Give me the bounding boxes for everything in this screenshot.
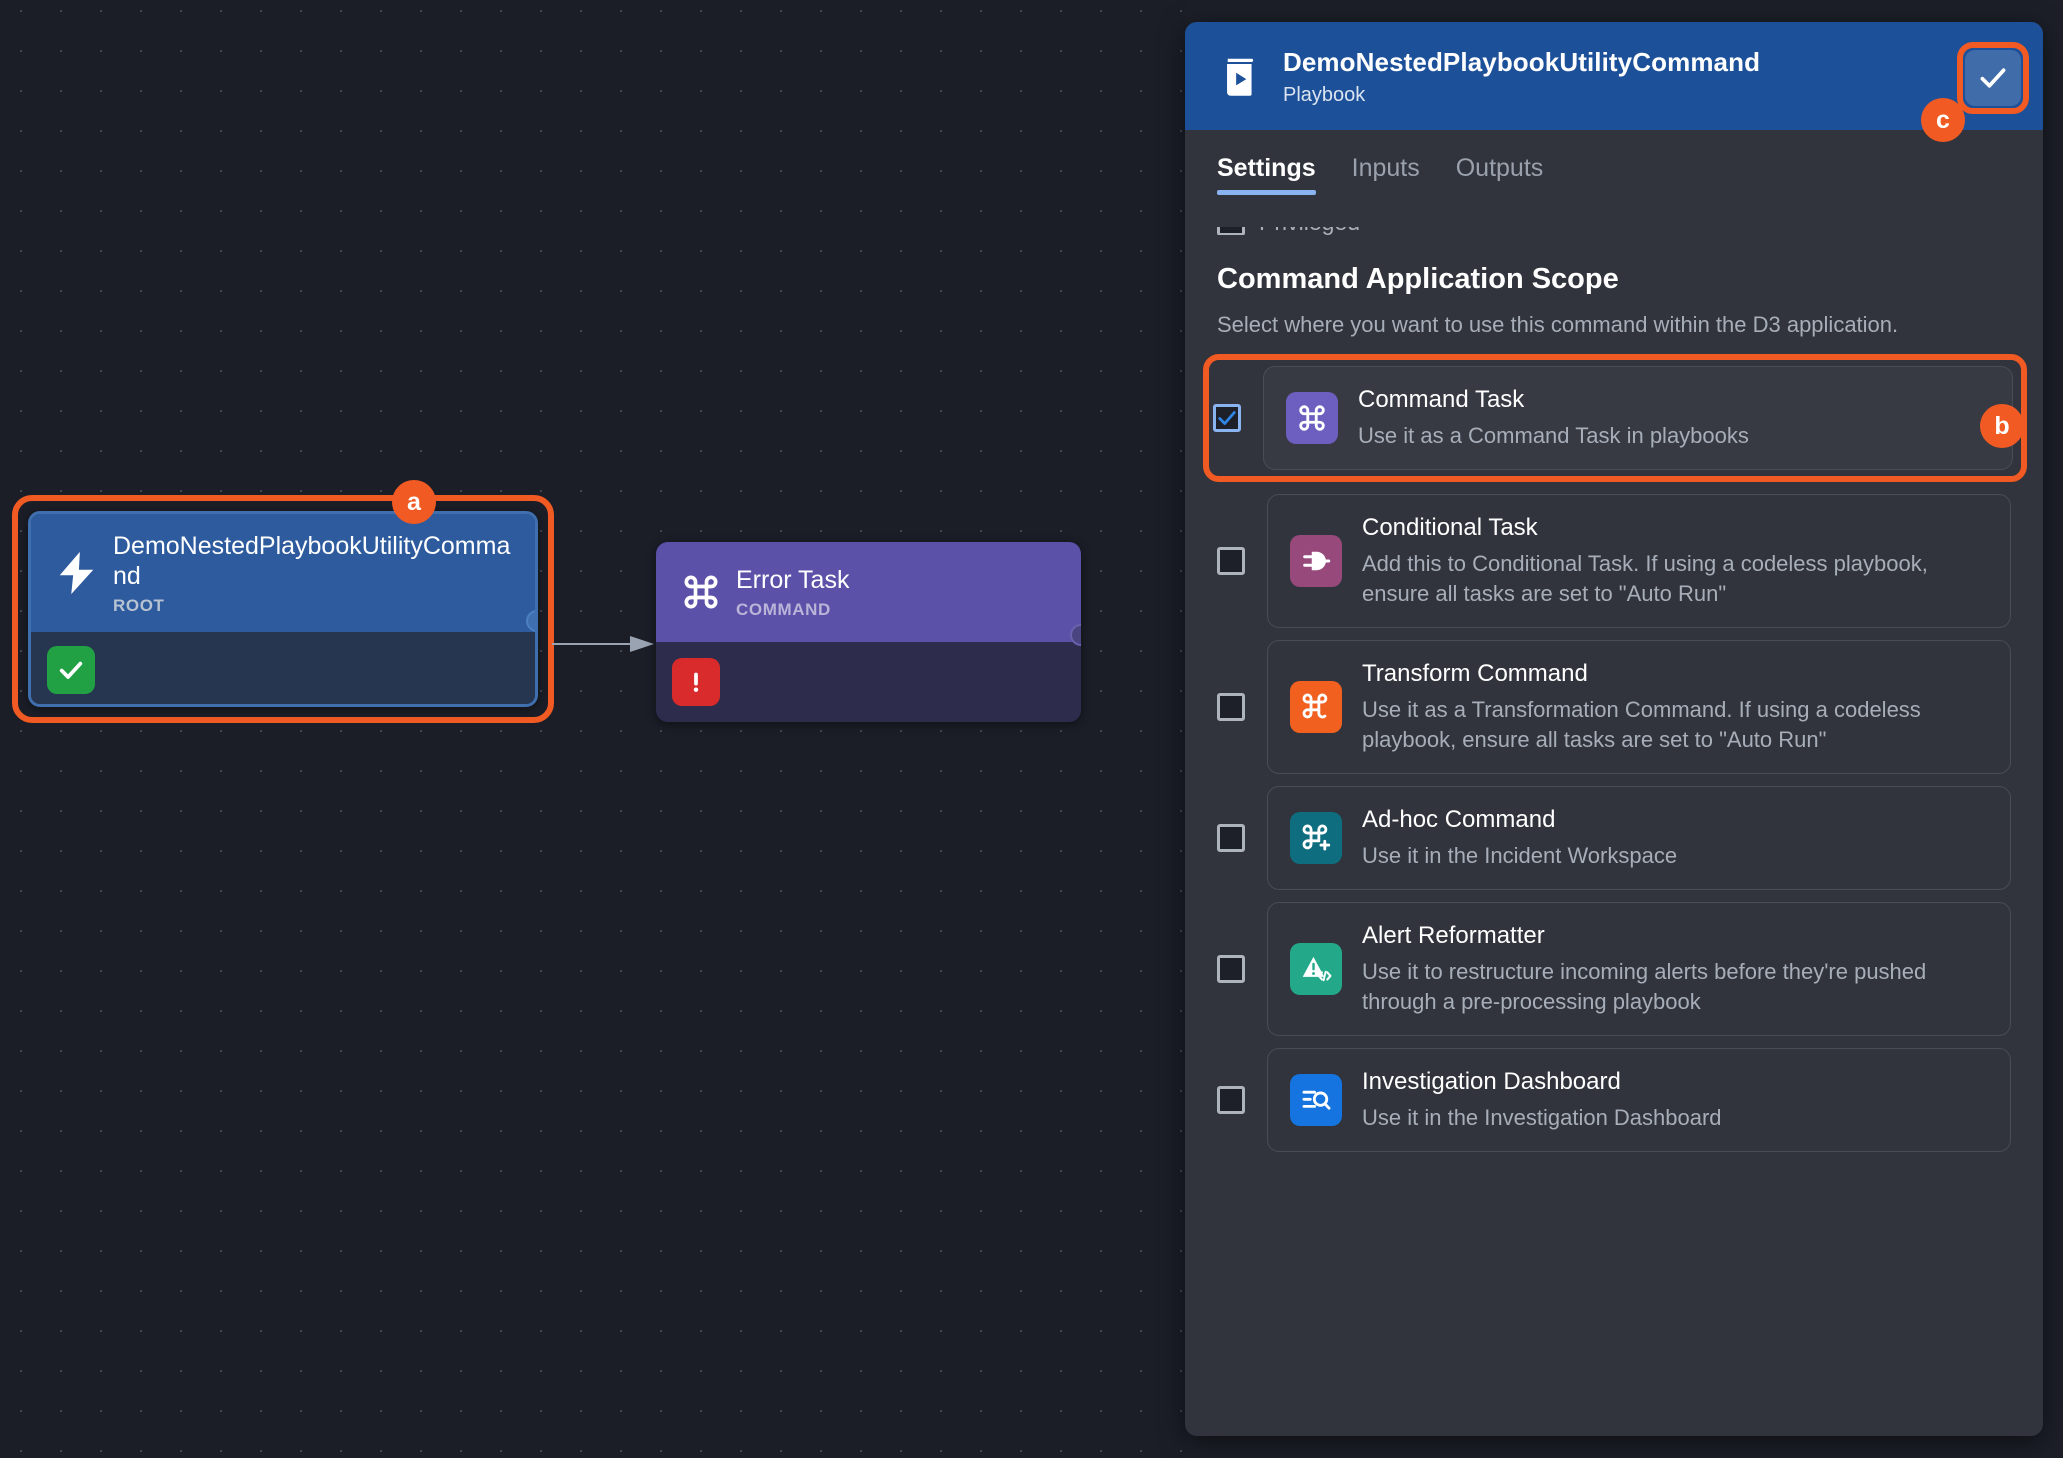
playbook-canvas[interactable]: DemoNestedPlaybookUtilityCommand ROOT: [0, 0, 1186, 1458]
command-task-checkbox[interactable]: [1213, 404, 1241, 432]
option-label: Transform Command: [1362, 660, 1588, 687]
option-text: Investigation Dashboard Use it in the In…: [1362, 1067, 1988, 1133]
node-header-text: Error Task COMMAND: [730, 565, 849, 620]
conditional-task-icon: [1290, 535, 1342, 587]
option-card[interactable]: Alert Reformatter Use it to restructure …: [1267, 902, 2011, 1036]
option-card[interactable]: Command Task Use it as a Command Task in…: [1263, 366, 2013, 470]
annotation-marker-a: a: [392, 480, 436, 524]
node-footer: [656, 642, 1081, 722]
save-button[interactable]: [1965, 50, 2021, 106]
option-text: Ad-hoc Command Use it in the Incident Wo…: [1362, 805, 1988, 871]
section-description: Select where you want to use this comman…: [1217, 312, 1899, 337]
option-description: Add this to Conditional Task. If using a…: [1362, 551, 1928, 606]
node-title: Error Task: [736, 565, 850, 594]
playbook-node-root[interactable]: DemoNestedPlaybookUtilityCommand ROOT: [28, 511, 538, 707]
privileged-label: Privileged: [1259, 227, 1360, 235]
playbook-node-error-task[interactable]: Error Task COMMAND: [656, 542, 1081, 722]
option-description: Use it in the Investigation Dashboard: [1362, 1105, 1722, 1130]
adhoc-command-icon: [1290, 812, 1342, 864]
scope-option-alert-reformatter[interactable]: Alert Reformatter Use it to restructure …: [1217, 902, 2011, 1036]
command-task-icon: [1286, 392, 1338, 444]
root-node-highlight: [12, 495, 554, 723]
alert-reformatter-checkbox[interactable]: [1217, 955, 1245, 983]
tab-outputs[interactable]: Outputs: [1456, 154, 1544, 195]
scope-option-adhoc-command[interactable]: Ad-hoc Command Use it in the Incident Wo…: [1217, 786, 2011, 890]
lightning-bolt-icon: [47, 546, 107, 600]
transform-command-checkbox[interactable]: [1217, 693, 1245, 721]
adhoc-command-checkbox[interactable]: [1217, 824, 1245, 852]
node-header: Error Task COMMAND: [656, 542, 1081, 642]
alert-reformatter-icon: [1290, 943, 1342, 995]
option-description: Use it in the Incident Workspace: [1362, 843, 1678, 868]
panel-scroll-content[interactable]: Privileged Command Application Scope Sel…: [1185, 227, 2043, 1436]
option-label: Ad-hoc Command: [1362, 806, 1556, 833]
status-success-icon: [47, 645, 95, 694]
option-label: Investigation Dashboard: [1362, 1068, 1621, 1095]
option-description: Use it as a Command Task in playbooks: [1358, 423, 1749, 448]
node-subtitle: ROOT: [113, 595, 165, 615]
playbook-icon: [1211, 53, 1269, 101]
status-error-icon: [672, 658, 720, 706]
privileged-option-row[interactable]: Privileged: [1217, 227, 2011, 235]
command-settings-panel: DemoNestedPlaybookUtilityCommand Playboo…: [1185, 22, 2043, 1436]
panel-subtitle: Playbook: [1283, 84, 1366, 106]
option-label: Conditional Task: [1362, 514, 1538, 541]
tab-inputs[interactable]: Inputs: [1352, 154, 1420, 195]
privileged-checkbox[interactable]: [1217, 227, 1245, 235]
transform-command-icon: [1290, 681, 1342, 733]
option-text: Transform Command Use it as a Transforma…: [1362, 659, 1988, 755]
scope-option-investigation-dashboard[interactable]: Investigation Dashboard Use it in the In…: [1217, 1048, 2011, 1152]
option-description: Use it to restructure incoming alerts be…: [1362, 959, 1927, 1014]
annotation-marker-b: b: [1980, 404, 2024, 448]
option-label: Alert Reformatter: [1362, 922, 1545, 949]
option-card[interactable]: Transform Command Use it as a Transforma…: [1267, 640, 2011, 774]
option-label: Command Task: [1358, 386, 1525, 413]
option-description: Use it as a Transformation Command. If u…: [1362, 697, 1921, 752]
node-output-port[interactable]: [1070, 624, 1081, 646]
node-header: DemoNestedPlaybookUtilityCommand ROOT: [31, 514, 535, 632]
panel-header: DemoNestedPlaybookUtilityCommand Playboo…: [1185, 22, 2043, 132]
tab-settings[interactable]: Settings: [1217, 154, 1316, 195]
conditional-task-checkbox[interactable]: [1217, 547, 1245, 575]
option-text: Command Task Use it as a Command Task in…: [1358, 385, 1990, 451]
node-connector: [552, 636, 654, 652]
scope-option-command-task[interactable]: Command Task Use it as a Command Task in…: [1203, 354, 2027, 482]
option-card[interactable]: Investigation Dashboard Use it in the In…: [1267, 1048, 2011, 1152]
panel-tabs: Settings Inputs Outputs: [1185, 132, 2043, 195]
node-subtitle: COMMAND: [736, 599, 831, 619]
command-icon: [672, 570, 730, 614]
page-title: DemoNestedPlaybookUtilityCommand: [1283, 47, 1761, 77]
option-card[interactable]: Ad-hoc Command Use it in the Incident Wo…: [1267, 786, 2011, 890]
investigation-dashboard-checkbox[interactable]: [1217, 1086, 1245, 1114]
scope-option-conditional-task[interactable]: Conditional Task Add this to Conditional…: [1217, 494, 2011, 628]
node-footer: [31, 632, 535, 704]
option-card[interactable]: Conditional Task Add this to Conditional…: [1267, 494, 2011, 628]
section-title: Command Application Scope: [1217, 263, 1619, 295]
investigation-dashboard-icon: [1290, 1074, 1342, 1126]
scope-option-transform-command[interactable]: Transform Command Use it as a Transforma…: [1217, 640, 2011, 774]
node-header-text: DemoNestedPlaybookUtilityCommand ROOT: [107, 531, 519, 616]
panel-header-text: DemoNestedPlaybookUtilityCommand Playboo…: [1283, 47, 1760, 107]
option-text: Conditional Task Add this to Conditional…: [1362, 513, 1988, 609]
annotation-marker-c: c: [1921, 98, 1965, 142]
scope-option-list: Command Task Use it as a Command Task in…: [1203, 354, 2027, 1152]
option-text: Alert Reformatter Use it to restructure …: [1362, 921, 1988, 1017]
node-title: DemoNestedPlaybookUtilityCommand: [113, 531, 511, 590]
